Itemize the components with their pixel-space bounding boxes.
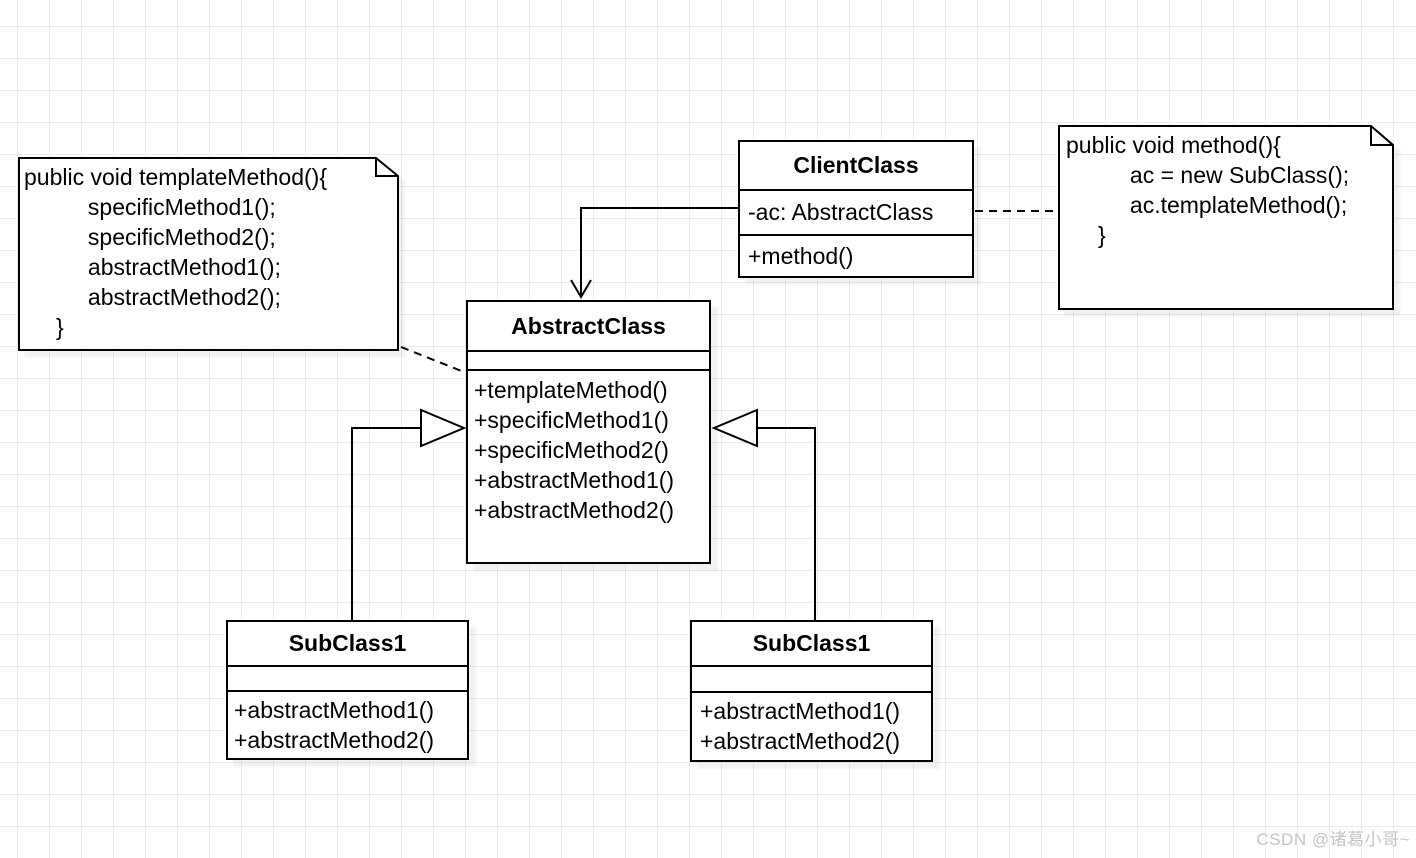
note-template-method-code: public void templateMethod(){ specificMe…	[18, 157, 399, 351]
note-shape	[1058, 125, 1394, 310]
note-line: ac = new SubClass();	[1066, 162, 1350, 188]
note-line: }	[24, 314, 64, 340]
class-methods: +abstractMethod1() +abstractMethod2()	[228, 690, 467, 759]
method-line: +abstractMethod2()	[474, 497, 675, 523]
class-methods: +abstractMethod1() +abstractMethod2()	[692, 691, 931, 760]
attribute-line: -ac: AbstractClass	[748, 199, 934, 225]
method-line: +specificMethod2()	[474, 437, 669, 463]
note-line: abstractMethod2();	[24, 284, 281, 310]
class-clientclass: ClientClass -ac: AbstractClass +method()	[738, 140, 974, 278]
note-method-code: public void method(){ ac = new SubClass(…	[1058, 125, 1394, 310]
note-shape	[18, 157, 399, 351]
open-arrowhead-icon	[570, 279, 592, 299]
note-line: public void templateMethod(){	[24, 164, 327, 190]
method-line: +method()	[748, 243, 854, 269]
method-line: +abstractMethod2()	[234, 727, 435, 753]
note-fold-icon	[375, 158, 398, 177]
class-name: AbstractClass	[511, 312, 666, 339]
note-line: public void method(){	[1066, 132, 1281, 158]
note-line: abstractMethod1();	[24, 254, 281, 280]
inheritance-line-right	[757, 427, 816, 620]
inheritance-triangle-icon-right	[711, 408, 758, 448]
class-abstractclass: AbstractClass +templateMethod() +specifi…	[466, 300, 711, 564]
csdn-watermark: CSDN @诸葛小哥~	[1256, 830, 1410, 849]
inheritance-triangle-icon-left	[420, 408, 467, 448]
class-name: ClientClass	[793, 152, 919, 178]
class-subclass-left: SubClass1 +abstractMethod1() +abstractMe…	[226, 620, 469, 760]
class-subclass-right: SubClass1 +abstractMethod1() +abstractMe…	[690, 620, 933, 762]
method-line: +abstractMethod1()	[474, 467, 675, 493]
class-methods: +templateMethod() +specificMethod1() +sp…	[468, 369, 709, 562]
note-line: specificMethod1();	[24, 194, 276, 220]
class-attributes-empty	[468, 350, 709, 369]
note-fold-icon	[1370, 126, 1393, 146]
note-link-dashed-left	[400, 346, 465, 373]
class-methods: +method()	[740, 234, 972, 276]
method-line: +templateMethod()	[474, 377, 668, 403]
class-name: SubClass1	[752, 630, 871, 656]
class-attributes-empty	[692, 665, 931, 691]
method-line: +specificMethod1()	[474, 407, 669, 433]
note-line: specificMethod2();	[24, 224, 276, 250]
note-line: ac.templateMethod();	[1066, 192, 1348, 218]
note-line: }	[1066, 222, 1106, 248]
class-attributes: -ac: AbstractClass	[740, 189, 972, 234]
association-line-client-to-abstract	[580, 207, 738, 296]
method-line: +abstractMethod1()	[234, 697, 435, 723]
method-line: +abstractMethod2()	[700, 728, 901, 754]
class-attributes-empty	[228, 665, 467, 690]
method-line: +abstractMethod1()	[700, 698, 901, 724]
class-name: SubClass1	[288, 630, 407, 656]
inheritance-line-left	[351, 427, 421, 620]
